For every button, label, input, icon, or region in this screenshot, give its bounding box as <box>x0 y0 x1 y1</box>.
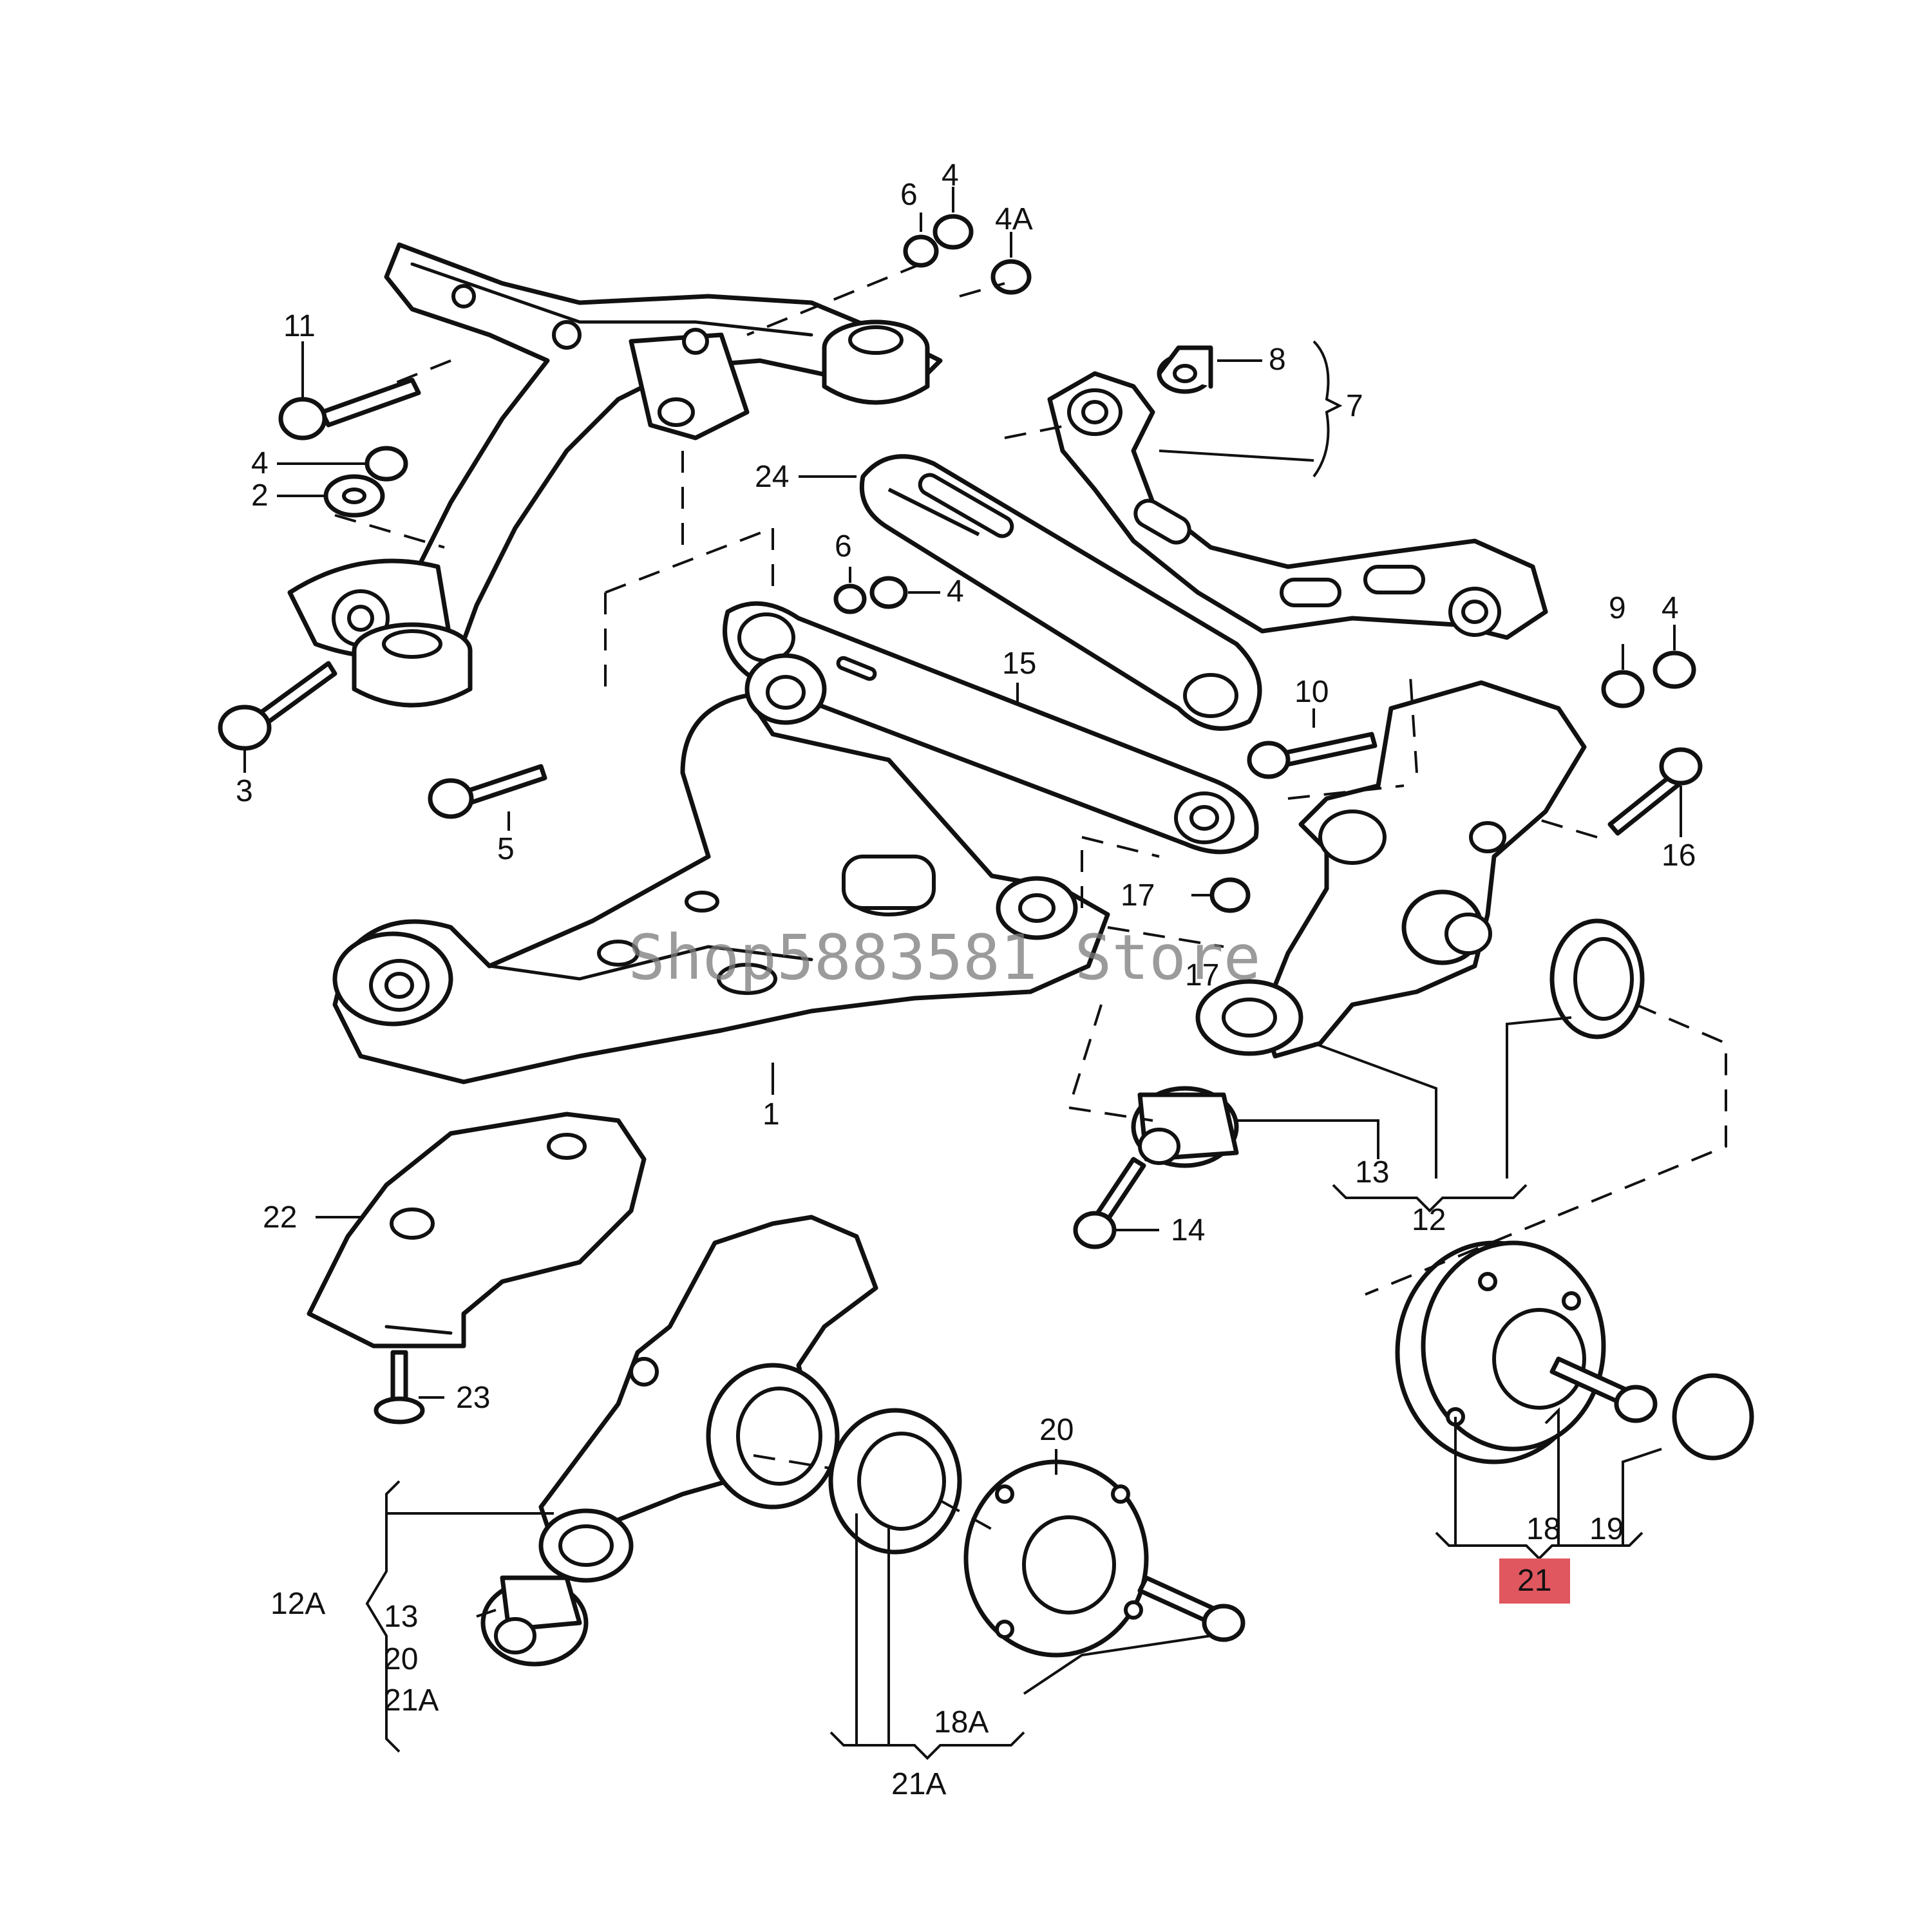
nut-4-right <box>1653 650 1696 689</box>
callout-4-left: 4 <box>251 446 269 480</box>
callout-8: 8 <box>1269 343 1286 377</box>
bolt-14 <box>1073 1157 1146 1249</box>
callout-21: 21 <box>1517 1564 1551 1598</box>
bushing-13 <box>1131 1086 1239 1168</box>
bolt-5 <box>428 764 547 819</box>
upper-control-arm <box>1047 371 1548 640</box>
screw-23 <box>374 1350 425 1425</box>
washer-2 <box>323 474 385 518</box>
bolt-16 <box>1607 747 1703 836</box>
bearing-ring <box>1549 918 1645 1039</box>
highlight-box-21 <box>1499 1558 1570 1604</box>
callout-22: 22 <box>263 1200 297 1235</box>
wheel-bearing-lower <box>828 1408 962 1555</box>
lower-control-arm-1 <box>332 653 1110 1084</box>
callout-11: 11 <box>283 309 316 343</box>
heat-shield-22 <box>307 1112 647 1349</box>
washer-9 <box>1601 670 1645 708</box>
nut-17 <box>1209 877 1251 913</box>
bushing-13-lower <box>480 1575 589 1667</box>
callout-4a: 4A <box>995 202 1033 236</box>
assembly-lines <box>334 263 1727 1534</box>
callout-21a: 21A <box>891 1767 946 1801</box>
washer-6-mid <box>833 583 867 614</box>
callout-17-a: 17 <box>1121 878 1155 913</box>
callout-10: 10 <box>1294 675 1329 709</box>
callout-7: 7 <box>1346 389 1363 423</box>
nut-4-left <box>365 446 408 482</box>
wheel-hub-20 <box>963 1459 1149 1658</box>
callout-1: 1 <box>762 1097 780 1132</box>
link-24 <box>859 454 1262 731</box>
callout-6-top: 6 <box>900 178 918 212</box>
callout-17-b: 17 <box>1185 958 1219 992</box>
leader-lines <box>243 187 1682 1760</box>
callout-23: 23 <box>456 1381 490 1415</box>
bolt-3 <box>218 661 337 751</box>
bolt-18 <box>1549 1356 1658 1423</box>
callout-21a-b: 21A <box>384 1683 439 1718</box>
link-15 <box>723 601 1259 855</box>
callout-4-top: 4 <box>942 158 959 193</box>
callout-labels: 6 4 4A 11 4 2 3 8 7 24 6 4 15 9 4 10 16 … <box>236 158 1696 1801</box>
callout-12a: 12A <box>270 1587 325 1621</box>
callout-19: 19 <box>1589 1512 1624 1546</box>
bolt-10 <box>1247 732 1378 779</box>
wheel-carrier-lower <box>538 1215 878 1583</box>
callout-5: 5 <box>497 832 515 866</box>
bolt-18a <box>1137 1575 1245 1642</box>
wheel-hub-21 <box>1395 1240 1606 1464</box>
callout-20-b: 20 <box>384 1642 418 1676</box>
callout-9: 9 <box>1609 591 1626 625</box>
callout-18: 18 <box>1526 1512 1560 1546</box>
nut-4-top <box>933 214 974 250</box>
callout-18a: 18A <box>934 1705 989 1739</box>
nut-4-mid <box>869 576 908 609</box>
callout-13-b: 13 <box>384 1600 418 1634</box>
callout-13: 13 <box>1355 1155 1389 1189</box>
callout-15: 15 <box>1002 647 1036 681</box>
callout-14: 14 <box>1171 1213 1205 1247</box>
callout-20: 20 <box>1039 1413 1074 1447</box>
callout-3: 3 <box>236 774 253 808</box>
callout-4-mid: 4 <box>947 574 964 609</box>
bushing-8 <box>1157 345 1213 394</box>
store-watermark: Shop5883581 Store <box>628 922 1261 994</box>
washer-6-top <box>903 234 939 268</box>
callout-4-right: 4 <box>1662 591 1679 625</box>
callout-16: 16 <box>1662 838 1696 873</box>
callout-24: 24 <box>755 460 789 494</box>
nut-4a <box>990 259 1032 295</box>
subframe-crossmember <box>287 242 943 708</box>
callout-2: 2 <box>251 478 269 513</box>
wheel-carrier <box>1195 680 1587 1059</box>
callout-6-mid: 6 <box>835 529 852 564</box>
callout-12: 12 <box>1412 1203 1446 1237</box>
cap-19 <box>1672 1373 1754 1461</box>
